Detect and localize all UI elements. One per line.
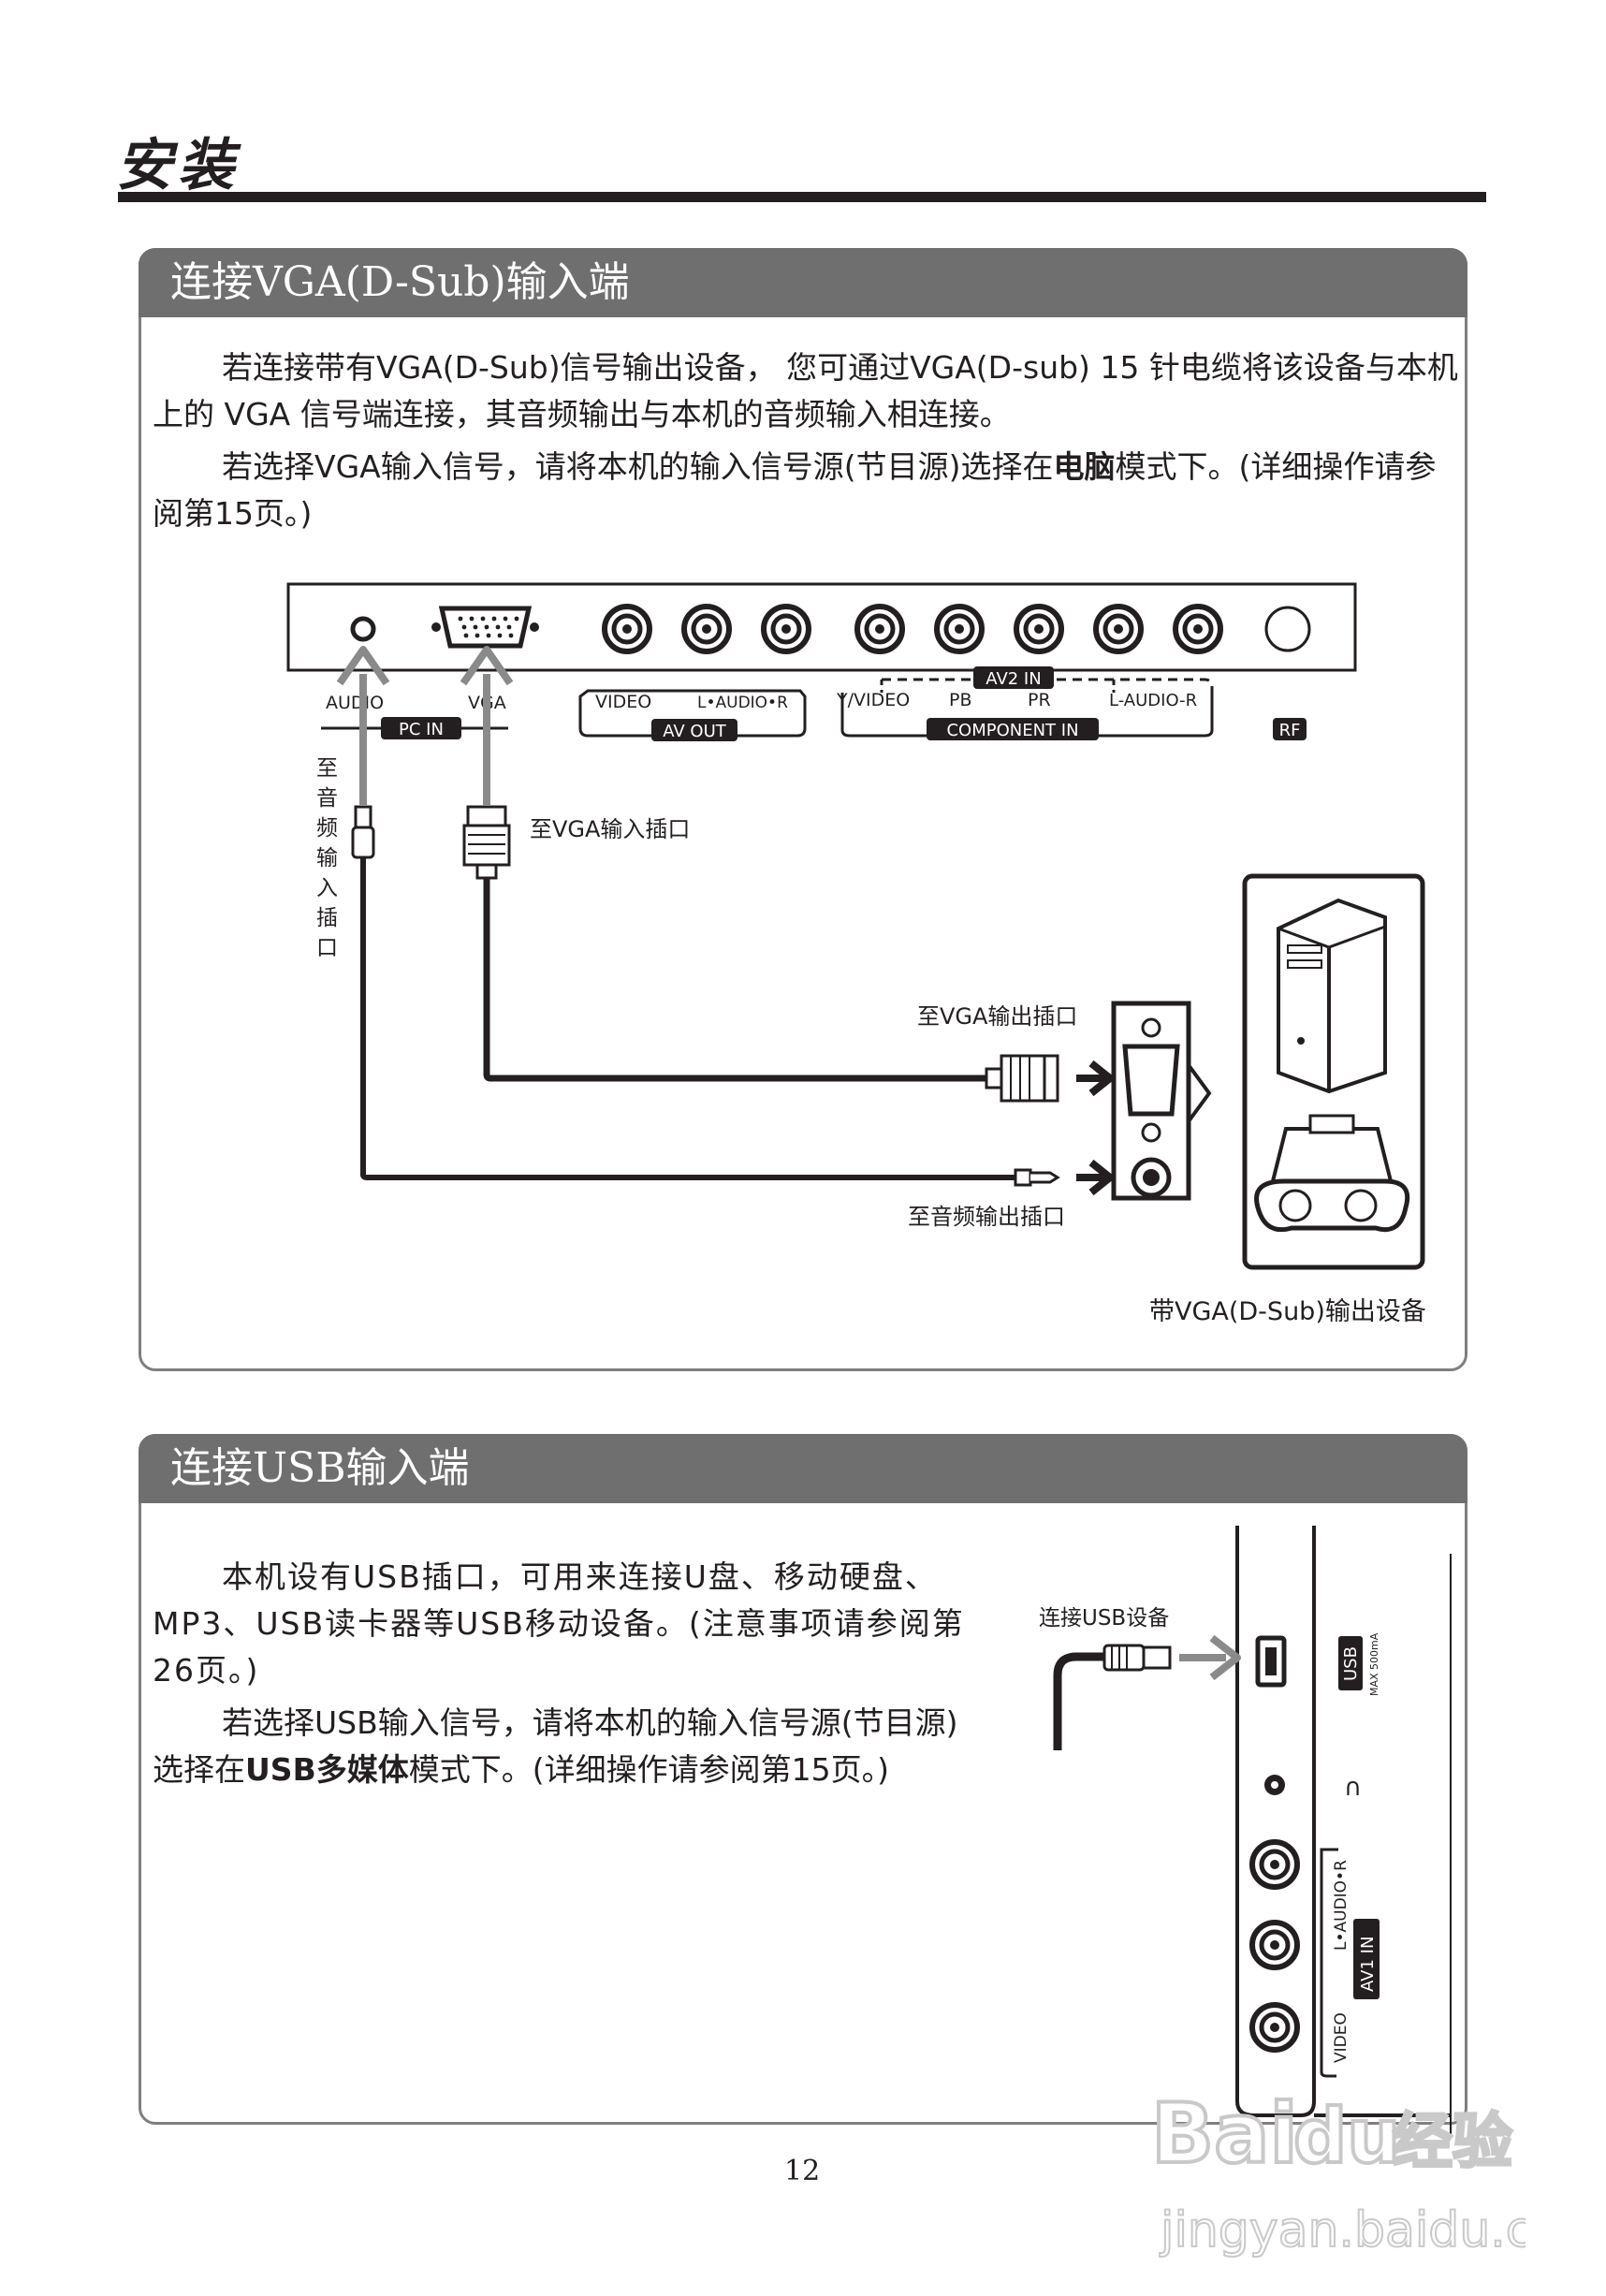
vga-cable	[462, 805, 1059, 1103]
av-out-audio-l-jack	[681, 604, 732, 654]
av-out-bracket	[578, 689, 807, 738]
label-to-audio-in-1: 至	[316, 756, 338, 781]
label-to-vga-out: 至VGA输出插口	[917, 1003, 1077, 1030]
usb-port	[1255, 1635, 1287, 1688]
headphone-icon: ∩	[1344, 1774, 1362, 1802]
vga-paragraph-2-end: 模式下。(详细操作请参阅第15页。)	[153, 448, 1437, 532]
arrow-to-audio-jack	[336, 646, 390, 805]
vga-section-panel: 连接VGA(D-Sub)输入端 若连接带有VGA(D-Sub)信号输出设备， 您…	[139, 248, 1467, 1371]
av-out-badge	[651, 719, 737, 741]
watermark-brand-cn: 经验	[1393, 2108, 1512, 2177]
av-out-audio-r-jack	[761, 604, 811, 654]
av1-audio-r-jack	[1249, 1839, 1300, 1890]
vga-connection-diagram: AUDIO VGA PC IN VIDEO L•AUDIO•R AV OUT A…	[286, 582, 1426, 1326]
rf-badge	[1273, 718, 1307, 740]
label-av1-audio: L•AUDIO•R	[1332, 1860, 1350, 1951]
computer-and-console-icon	[1242, 873, 1425, 1270]
label-usb-max: MAX 500mA	[1368, 1632, 1380, 1696]
label-to-vga-in: 至VGA输入插口	[530, 816, 690, 842]
label-rf: RF	[1279, 721, 1301, 740]
usb-paragraph-1: 本机设有USB插口，可用来连接U盘、移动硬盘、MP3、USB读卡器等USB移动设…	[153, 1558, 965, 1689]
av1-audio-l-jack	[1249, 1920, 1300, 1970]
rf-jack	[1264, 606, 1311, 652]
watermark-brand: Bai	[1151, 2085, 1298, 2182]
usb-paragraph-2-bold: USB多媒体	[245, 1751, 409, 1788]
title-rule	[118, 192, 1486, 202]
usb-connection-diagram: 连接USB设备 USB MAX 500mA ∩ L•AUDIO•R AV1 IN…	[1039, 1526, 1452, 2134]
label-av-out-audio: L•AUDIO•R	[697, 694, 788, 712]
component-y-jack	[854, 604, 905, 654]
component-in-badge	[927, 718, 1099, 740]
device-caption: 带VGA(D-Sub)输出设备	[1149, 1297, 1426, 1326]
watermark-url: jingyan.baidu.com	[1160, 2202, 1526, 2259]
label-component-in: COMPONENT IN	[946, 721, 1078, 740]
usb-device-plug	[1053, 1644, 1172, 1750]
usb-label-badge	[1338, 1636, 1363, 1690]
component-audio-r-jack	[1173, 604, 1223, 654]
vga-paragraph-2: 若选择VGA输入信号，请将本机的输入信号源(节目源)选择在电脑模式下。(详细操作…	[153, 444, 1458, 537]
label-av-out: AV OUT	[663, 722, 727, 741]
component-audio-l-jack	[1093, 604, 1144, 654]
vga-text: 若连接带有VGA(D-Sub)信号输出设备， 您可通过VGA(D-sub) 15…	[153, 344, 1458, 537]
label-audio: AUDIO	[326, 693, 384, 713]
arrow-to-audio-output	[1076, 1159, 1117, 1196]
vga-paragraph-2-text: 若选择VGA输入信号，请将本机的输入信号源(节目源)选择在	[222, 448, 1054, 485]
usb-text: 本机设有USB插口，可用来连接U盘、移动硬盘、MP3、USB读卡器等USB移动设…	[153, 1554, 967, 1793]
label-video: VIDEO	[595, 692, 651, 712]
av2-in-badge	[973, 666, 1054, 689]
vga-section-heading: 连接VGA(D-Sub)输入端	[139, 248, 1467, 317]
component-pr-jack	[1014, 604, 1064, 654]
usb-paragraph-2-end: 模式下。(详细操作请参阅第15页。)	[408, 1751, 889, 1788]
usb-paragraph-2-text: 若选择USB输入信号，请将本机的输入信号源(节目源)选择在	[153, 1704, 958, 1788]
label-to-audio-out: 至音频输出插口	[908, 1204, 1065, 1230]
usb-paragraph-2: 若选择USB输入信号，请将本机的输入信号源(节目源)选择在USB多媒体模式下。(…	[153, 1700, 967, 1793]
audio-input-jack	[350, 616, 376, 642]
label-usb: USB	[1341, 1646, 1361, 1681]
page-number: 12	[784, 2155, 821, 2187]
label-pc-in: PC IN	[399, 720, 444, 739]
label-pb: PB	[949, 690, 972, 710]
av-out-video-jack	[602, 604, 652, 654]
arrow-to-vga-output	[1076, 1060, 1117, 1097]
page-title: 安装	[116, 133, 240, 198]
label-av1-video: VIDEO	[1332, 2012, 1350, 2063]
source-device-port-panel	[1111, 1001, 1212, 1201]
earphone-jack	[1264, 1775, 1285, 1795]
label-connect-usb: 连接USB设备	[1039, 1606, 1169, 1631]
vga-paragraph-2-bold: 电脑	[1053, 448, 1116, 485]
pc-in-badge	[381, 717, 461, 739]
label-to-audio-in: 至 音 频 输 入 插 口	[316, 756, 344, 960]
vga-paragraph-1: 若连接带有VGA(D-Sub)信号输出设备， 您可通过VGA(D-sub) 15…	[153, 349, 1458, 432]
label-pr: PR	[1028, 690, 1051, 710]
label-av1-in: AV1 IN	[1358, 1937, 1378, 1992]
baidu-jingyan-watermark: Bai du 经验 jingyan.baidu.com	[1149, 2084, 1526, 2259]
label-y-video: Y/VIDEO	[836, 690, 910, 710]
audio-cable	[351, 805, 1060, 1187]
rca-jacks	[602, 604, 1311, 654]
vga-input-port	[431, 606, 539, 649]
component-pb-jack	[934, 604, 985, 654]
arrow-to-vga-port	[460, 646, 514, 805]
arrow-to-usb-port	[1179, 1634, 1241, 1681]
usb-section-heading: 连接USB输入端	[139, 1434, 1467, 1503]
av1-in-badge	[1353, 1919, 1380, 1999]
usb-section-panel: 连接USB输入端 本机设有USB插口，可用来连接U盘、移动硬盘、MP3、USB读…	[139, 1434, 1467, 2125]
label-component-audio: L-AUDIO-R	[1109, 691, 1197, 710]
watermark-brand-du: du	[1293, 2093, 1400, 2180]
av1-bracket	[1320, 1848, 1336, 2078]
label-av2-in: AV2 IN	[986, 669, 1041, 689]
av1-video-jack	[1249, 2002, 1300, 2053]
